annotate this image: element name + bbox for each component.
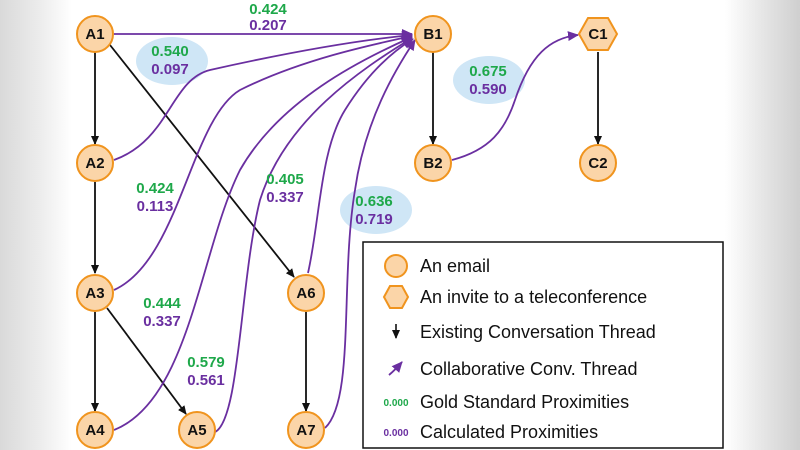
prox-label-a1-b1: 0.424 0.207: [249, 1, 287, 34]
node-a4: A4: [76, 411, 114, 449]
node-a6: A6: [287, 274, 325, 312]
svg-text:C2: C2: [588, 155, 607, 172]
collab-edge-a3-b1: [113, 33, 413, 291]
legend-item-invite: An invite to a teleconference: [382, 285, 647, 309]
svg-text:0.636: 0.636: [355, 193, 393, 210]
node-a3: A3: [76, 274, 114, 312]
legend-item-email: An email: [384, 254, 490, 278]
prox-label-a4-b1: 0.444 0.337: [143, 295, 181, 330]
background-right-shade: [725, 0, 800, 450]
invite-hexagon-icon: [382, 285, 410, 309]
collab-edge-b2-c1: [451, 31, 579, 161]
legend-item-calc: 0.000 Calculated Proximities: [383, 422, 598, 442]
svg-text:A4: A4: [85, 422, 105, 439]
node-b1: B1: [414, 15, 452, 53]
svg-text:A2: A2: [85, 155, 104, 172]
node-b2: B2: [414, 144, 452, 182]
node-a2: A2: [76, 144, 114, 182]
edge-a1-a6: [109, 44, 295, 278]
svg-text:0.000: 0.000: [383, 398, 408, 409]
svg-text:C1: C1: [588, 26, 607, 43]
label-highlight-b2c1: [453, 56, 525, 104]
label-highlight-a2: [136, 37, 208, 85]
svg-text:0.561: 0.561: [187, 372, 225, 389]
svg-text:0.337: 0.337: [266, 189, 304, 206]
svg-text:A1: A1: [85, 26, 104, 43]
edge-a3-a5: [106, 307, 187, 415]
email-node-icon: [384, 254, 408, 278]
svg-text:An email: An email: [420, 256, 490, 276]
svg-text:0.207: 0.207: [249, 17, 287, 34]
prox-label-a2-b1: 0.540 0.097: [151, 43, 189, 78]
collab-edge-a2-b1: [113, 30, 413, 161]
collab-edge-a4-b1: [113, 36, 413, 431]
svg-text:Calculated Proximities: Calculated Proximities: [420, 422, 598, 442]
label-highlight-a7: [340, 186, 412, 234]
svg-text:An invite to a teleconference: An invite to a teleconference: [420, 287, 647, 307]
legend: An email An invite to a teleconference E…: [362, 241, 724, 449]
legend-box: [362, 241, 724, 449]
prox-label-a7-b1: 0.636 0.719: [355, 193, 393, 228]
prox-label-a3-b1: 0.424 0.113: [136, 180, 174, 215]
node-c2: C2: [579, 144, 617, 182]
svg-text:0.719: 0.719: [355, 211, 393, 228]
svg-text:0.675: 0.675: [469, 63, 507, 80]
svg-text:0.590: 0.590: [469, 81, 507, 98]
purple-arrow-icon: [388, 361, 403, 376]
svg-text:0.424: 0.424: [249, 1, 287, 18]
node-a7: A7: [287, 411, 325, 449]
svg-text:0.000: 0.000: [383, 428, 408, 439]
svg-text:0.405: 0.405: [266, 171, 304, 188]
prox-label-a6-b1: 0.405 0.337: [266, 171, 304, 206]
svg-text:A7: A7: [296, 422, 315, 439]
svg-text:B2: B2: [423, 155, 442, 172]
svg-text:0.113: 0.113: [137, 198, 174, 215]
svg-text:A5: A5: [187, 422, 206, 439]
svg-text:0.444: 0.444: [143, 295, 181, 312]
legend-item-existing: Existing Conversation Thread: [392, 322, 656, 342]
svg-text:0.097: 0.097: [151, 61, 189, 78]
node-a5: A5: [178, 411, 216, 449]
legend-item-collab: Collaborative Conv. Thread: [388, 359, 637, 379]
node-a1: A1: [76, 15, 114, 53]
collab-edge-a5-b1: [214, 37, 413, 433]
svg-text:A6: A6: [296, 285, 315, 302]
prox-label-a5-b1: 0.579 0.561: [187, 354, 225, 389]
node-c1: C1: [577, 17, 619, 51]
svg-text:0.337: 0.337: [143, 313, 181, 330]
svg-text:A3: A3: [85, 285, 104, 302]
background-left-shade: [0, 0, 72, 450]
svg-text:Existing Conversation Thread: Existing Conversation Thread: [420, 322, 656, 342]
collab-edge-a6-b1: [307, 38, 414, 274]
svg-text:Gold Standard Proximities: Gold Standard Proximities: [420, 392, 629, 412]
svg-text:0.540: 0.540: [151, 43, 189, 60]
svg-text:0.424: 0.424: [136, 180, 174, 197]
collab-edge-a7-b1: [324, 39, 416, 429]
svg-text:0.579: 0.579: [187, 354, 225, 371]
legend-item-gold: 0.000 Gold Standard Proximities: [383, 392, 629, 412]
svg-text:B1: B1: [423, 26, 442, 43]
svg-text:Collaborative Conv. Thread: Collaborative Conv. Thread: [420, 359, 637, 379]
prox-label-b2-c1: 0.675 0.590: [469, 63, 507, 98]
